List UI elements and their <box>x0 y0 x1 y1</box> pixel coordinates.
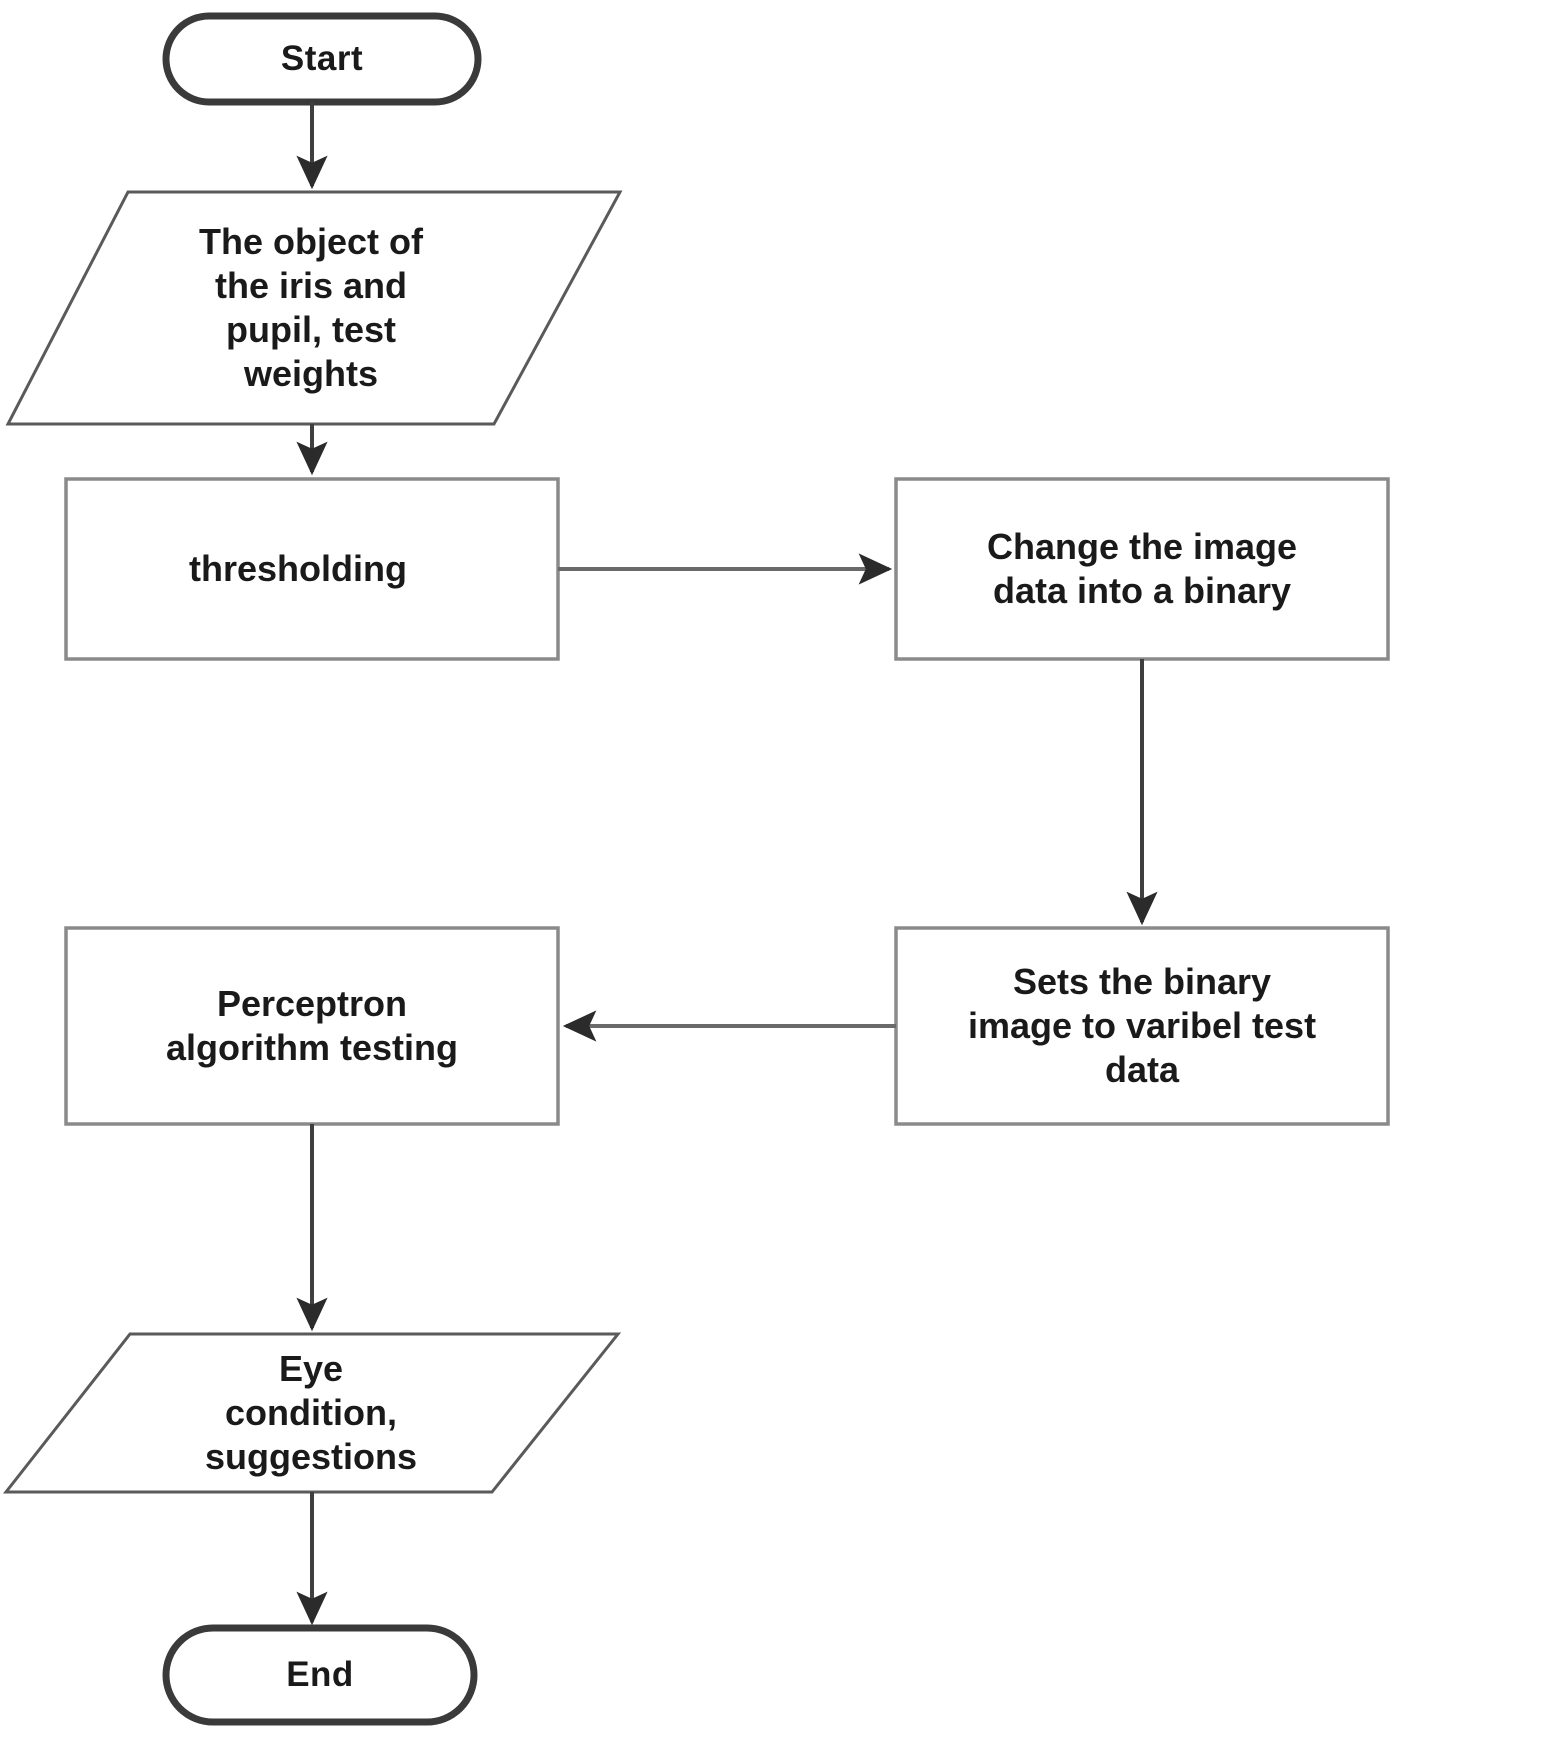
node-change-binary-shape[interactable] <box>894 477 1390 661</box>
node-input-object-shape[interactable] <box>5 190 623 426</box>
node-thresholding-shape[interactable] <box>64 477 560 661</box>
node-sets-binary-shape[interactable] <box>894 926 1390 1126</box>
node-end-shape[interactable] <box>162 1624 478 1726</box>
node-output-eye-shape[interactable] <box>2 1332 622 1494</box>
node-perceptron-testing-shape[interactable] <box>64 926 560 1126</box>
node-start-shape[interactable] <box>162 12 482 106</box>
